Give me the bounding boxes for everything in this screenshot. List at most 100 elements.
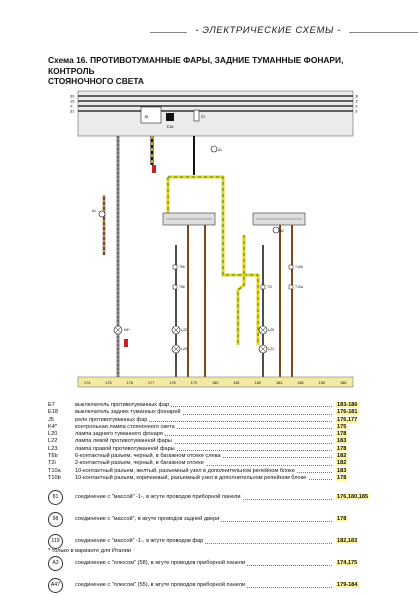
bus-label: 15 <box>70 99 75 104</box>
legend-row: K4* контрольная лампа стояночного света 17… <box>48 423 360 431</box>
legend-ref: 178 <box>336 431 348 438</box>
bottom-number: 178 <box>169 381 175 385</box>
relay-panel <box>77 90 354 137</box>
legend-desc: контрольная лампа стояночного света <box>75 423 177 430</box>
fuse-symbol <box>193 109 200 122</box>
legend-code: K4* <box>48 423 58 430</box>
legend-code: L23 <box>48 445 58 452</box>
connector-label: T10b <box>295 265 303 269</box>
connection-desc: соединение с "массой" -1-, в жгуте прово… <box>75 538 206 545</box>
bottom-number: 180 <box>212 381 218 385</box>
legend-desc: выключатель задних туманных фонарей <box>75 409 183 416</box>
bottom-number: 183 <box>276 381 282 385</box>
legend-ref: 178 <box>336 474 348 481</box>
connection-desc: соединение с "массой" -1-, в жгуте прово… <box>75 494 243 501</box>
connection-ref: 182,183 <box>336 538 359 545</box>
legend-code: T10a <box>48 467 61 474</box>
svg-text:A1: A1 <box>92 209 96 213</box>
svg-text:K4*: K4* <box>124 328 130 332</box>
legend-desc: реле противотуманных фар <box>75 416 150 423</box>
connection-id: A47 <box>48 578 63 594</box>
section-title: - ЭЛЕКТРИЧЕСКИЕ СХЕМЫ - <box>0 25 419 36</box>
bottom-number: 175 <box>105 381 111 385</box>
svg-text:L23: L23 <box>181 347 187 351</box>
bus-label: X <box>355 104 358 109</box>
relay-label: J5 <box>144 114 149 119</box>
legend-ref: 183-186 <box>336 402 359 408</box>
lamp-symbol: K4* <box>113 325 130 335</box>
legend-code: T10b <box>48 474 61 481</box>
bus-label: 15 <box>355 99 358 104</box>
bottom-number: 185 <box>319 381 325 385</box>
bottom-number: 179 <box>191 381 197 385</box>
legend-ref: 178 <box>336 445 348 452</box>
legend-desc: 10-контактный разъем, коричневый, разъем… <box>75 474 309 481</box>
connection-desc: соединение с "массой", в жгуте проводов … <box>75 516 222 523</box>
connector-label: T6b <box>179 285 185 289</box>
bus-label: X <box>70 104 73 109</box>
lamp-symbol: L20 <box>258 325 274 335</box>
legend-code: J5 <box>48 416 54 423</box>
svg-text:A2: A2 <box>280 229 284 233</box>
connection-ref: 179-184 <box>336 582 359 589</box>
bottom-number: 176 <box>127 381 133 385</box>
legend-desc: лампа заднего туманного фонаря <box>75 431 165 438</box>
lamp-symbol: L21 <box>258 344 274 354</box>
connection-id: 119 <box>48 534 63 550</box>
bus-lines <box>78 95 353 112</box>
page-title: Схема 16. ПРОТИВОТУМАННЫЕ ФАРЫ, ЗАДНИЕ Т… <box>48 55 344 86</box>
legend-desc: лампа левой противотуманной фары <box>75 438 174 445</box>
switch-symbol <box>166 113 174 121</box>
connection-row: A47 соединение с "плюсом" (55), в жгуте п… <box>48 574 360 596</box>
legend-code: L20 <box>48 431 58 438</box>
bottom-number: 174 <box>84 381 90 385</box>
bus-label: 31 <box>355 109 358 114</box>
connection-desc: соединение с "плюсом" (55), в жгуте пров… <box>75 582 248 589</box>
legend-code: L22 <box>48 438 58 445</box>
legend-row: T10a 10-контактный разъем, желтый, разъем… <box>48 467 360 475</box>
ground-symbol: A2 <box>272 226 284 234</box>
bottom-number: 186 <box>340 381 346 385</box>
legend-ref: 176-181 <box>336 409 359 416</box>
svg-text:L21: L21 <box>268 347 274 351</box>
bus-label: 30 <box>70 94 75 99</box>
legend-row: J5 реле противотуманных фар 176,177 <box>48 416 360 424</box>
ground-symbol: A1 <box>210 145 222 153</box>
svg-text:A1: A1 <box>218 148 222 152</box>
connection-id: 98 <box>48 512 63 528</box>
connection-id: A3 <box>48 556 63 572</box>
bottom-number: 184 <box>297 381 303 385</box>
lamp-symbol: L23 <box>171 344 187 354</box>
legend-ref: 176,177 <box>336 416 359 423</box>
connection-desc: соединение с "плюсом" (58), в жгуте пров… <box>75 560 248 567</box>
connection-row: 98 соединение с "массой", в жгуте проводо… <box>48 508 360 530</box>
bus-label: 31 <box>70 109 75 114</box>
legend-ref: 183 <box>336 467 348 474</box>
connector-label: T2i <box>267 285 272 289</box>
wiring-diagram: 30 15 X 31 30 15 X 31 J5 E18 S7 A1 <box>70 90 358 388</box>
switch-label: E18 <box>167 125 173 129</box>
connection-ref: 174,175 <box>336 560 359 567</box>
legend-row: L23 лампа правой противотуманной фары 178 <box>48 445 360 453</box>
bus-label: 30 <box>355 94 358 99</box>
legend-ref: 182 <box>336 460 348 467</box>
connection-row: A3 соединение с "плюсом" (58), в жгуте пр… <box>48 552 360 574</box>
legend-desc: выключатель противотуманных фар <box>75 402 172 408</box>
legend-ref: 175 <box>336 423 348 430</box>
legend-desc: лампа правой противотуманной фары <box>75 445 177 452</box>
footnote: * только в варианте для Италии <box>48 548 131 554</box>
connector-label: T6b <box>179 265 185 269</box>
ground-symbol: A1 <box>92 209 106 218</box>
lamp-symbol: L22 <box>171 325 187 335</box>
legend-desc: 10-контактный разъем, желтый, разъемный … <box>75 467 297 474</box>
bottom-number: 182 <box>255 381 261 385</box>
legend-desc: 6-контактный разъем, черный, в багажном … <box>75 453 223 460</box>
fuse-label: S7 <box>201 115 205 119</box>
